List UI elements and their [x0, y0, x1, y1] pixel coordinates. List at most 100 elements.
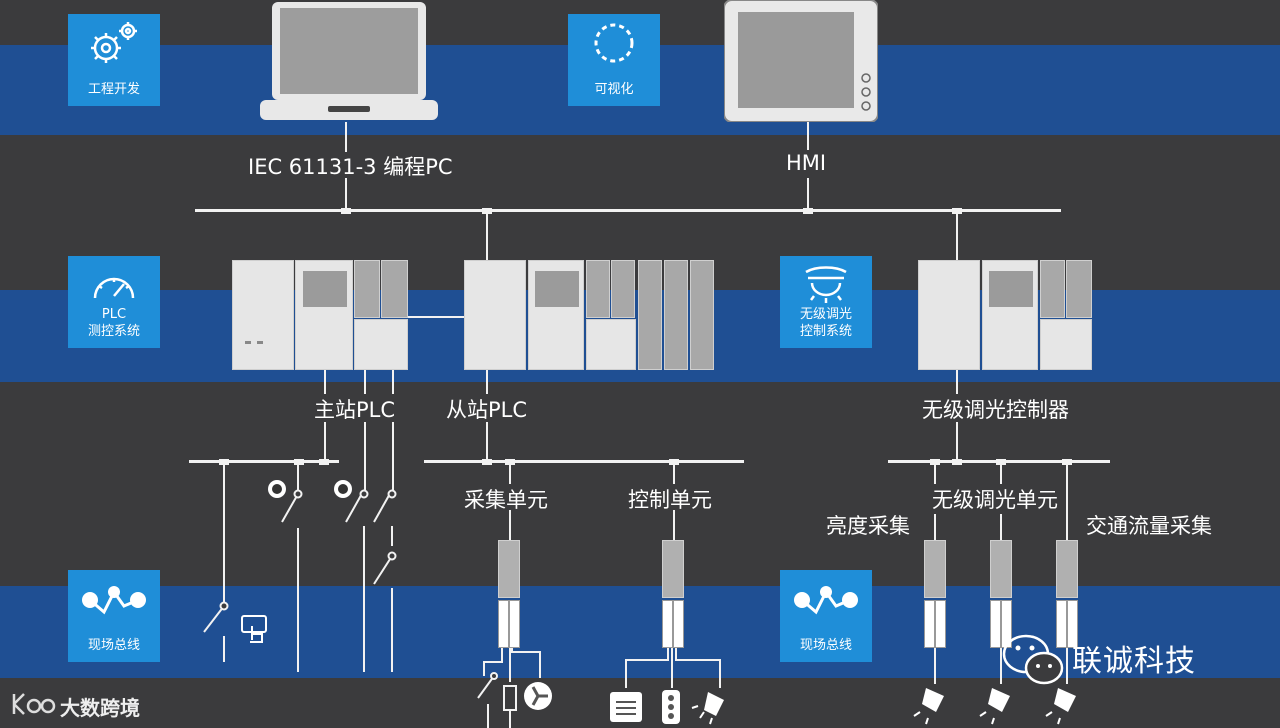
brightness-acq-label: 亮度采集	[826, 514, 910, 538]
module-head	[498, 540, 520, 598]
gauge-icon	[93, 277, 135, 299]
status-led	[257, 341, 263, 344]
programming-pc-label: IEC 61131-3 编程PC	[248, 155, 453, 179]
control-wiring	[610, 648, 724, 725]
dimming-drop	[956, 370, 958, 394]
master-drop	[364, 370, 366, 394]
status-led	[245, 341, 251, 344]
slave-io-module	[690, 260, 714, 370]
master-display-module	[295, 260, 353, 370]
switch-wiring	[203, 462, 397, 672]
dimming-io-base	[1040, 319, 1092, 370]
bus-node	[482, 459, 492, 465]
module-slot	[1067, 600, 1078, 648]
slave-plc-uplink	[486, 212, 488, 260]
module-slot	[662, 600, 673, 648]
module-screen	[535, 271, 579, 307]
slave-io-module	[586, 260, 610, 318]
dimming-unit-module	[990, 540, 1012, 648]
lamp-icon	[805, 266, 847, 303]
master-io-module	[354, 260, 380, 318]
gears-icon	[91, 22, 137, 63]
module-slot	[990, 600, 1001, 648]
bus-node	[952, 459, 962, 465]
slave-io-base	[586, 319, 636, 370]
bus-node	[341, 208, 351, 214]
dimming-caption-line1: 无级调光	[799, 307, 852, 322]
module-slot	[924, 600, 935, 648]
slave-drop	[486, 422, 488, 462]
dashed-circle-icon	[594, 23, 634, 63]
master-plc-label: 主站PLC	[314, 398, 396, 422]
module-screen	[989, 271, 1033, 307]
control-module	[662, 540, 684, 648]
brightness-module	[924, 540, 946, 648]
slave-drop	[486, 370, 488, 394]
slave-cpu-module	[464, 260, 526, 370]
module-slot	[1056, 600, 1067, 648]
acquisition-unit-label: 采集单元	[464, 488, 548, 512]
dimming-caption: 无级调光 控制系统	[780, 306, 872, 340]
touch-hand-icon	[241, 615, 267, 643]
visualization-caption: 可视化	[594, 82, 634, 97]
dimming-io-module	[1040, 260, 1065, 318]
slave-plc-rack	[464, 260, 722, 370]
bus-node	[803, 208, 813, 214]
fieldbus-icon	[82, 586, 146, 615]
control-unit-label: 控制单元	[628, 488, 712, 512]
master-drop	[392, 370, 394, 394]
control-drop	[673, 462, 675, 484]
master-drop	[324, 422, 326, 462]
dimming-controller-label: 无级调光控制器	[922, 398, 1069, 422]
module-slot	[509, 600, 520, 648]
slave-io-module	[611, 260, 635, 318]
acquisition-drop	[509, 462, 511, 484]
dimming-display-module	[982, 260, 1038, 370]
brand-watermark: 联诚科技	[1072, 644, 1196, 679]
master-cpu-module	[232, 260, 294, 370]
hmi-panel-icon	[724, 0, 878, 122]
module-slot	[673, 600, 684, 648]
engineering-caption: 工程开发	[87, 82, 140, 97]
slave-io-module	[664, 260, 688, 370]
module-screen	[303, 271, 347, 307]
slave-display-module	[528, 260, 584, 370]
corner-watermark: 大数跨境	[60, 696, 140, 720]
master-io-module	[381, 260, 408, 318]
hmi-connector	[807, 122, 809, 150]
dimming-cpu-module	[918, 260, 980, 370]
plc-tile: PLC 测控系统	[68, 256, 160, 348]
ethernet-bus	[195, 209, 1061, 212]
visualization-tile: 可视化	[568, 14, 660, 106]
bus-node	[952, 208, 962, 214]
master-io-base	[354, 319, 408, 370]
fieldbus-icon	[794, 586, 858, 615]
acquisition-module	[498, 540, 520, 648]
dimming-drop	[956, 422, 958, 462]
dimming-caption-line2: 控制系统	[799, 324, 852, 339]
dimming-controller-rack	[918, 260, 1092, 370]
acquisition-wiring	[477, 648, 552, 728]
module-slot	[935, 600, 946, 648]
plc-caption-line1: PLC	[101, 307, 127, 322]
acquisition-drop	[509, 510, 511, 540]
fieldbus-right-caption: 现场总线	[799, 638, 852, 653]
fieldbus-left-tile: 现场总线	[68, 570, 160, 662]
hmi-connector-lower	[807, 178, 809, 212]
engineering-tile: 工程开发	[68, 14, 160, 106]
slave-io-module	[638, 260, 662, 370]
bus-node	[319, 459, 329, 465]
hmi-label: HMI	[786, 151, 827, 175]
traffic-acq-label: 交通流量采集	[1086, 514, 1212, 538]
slave-fieldbus	[424, 460, 744, 463]
pc-connector	[345, 122, 347, 152]
plc-caption: PLC 测控系统	[68, 306, 160, 340]
master-drop	[364, 422, 366, 490]
traffic-drop	[1066, 462, 1068, 540]
push-button-icon	[268, 480, 286, 498]
module-slot	[498, 600, 509, 648]
dimming-io-module	[1066, 260, 1092, 318]
module-head	[662, 540, 684, 598]
wechat-icon	[1002, 634, 1064, 685]
dimming-tile: 无级调光 控制系统	[780, 256, 872, 348]
